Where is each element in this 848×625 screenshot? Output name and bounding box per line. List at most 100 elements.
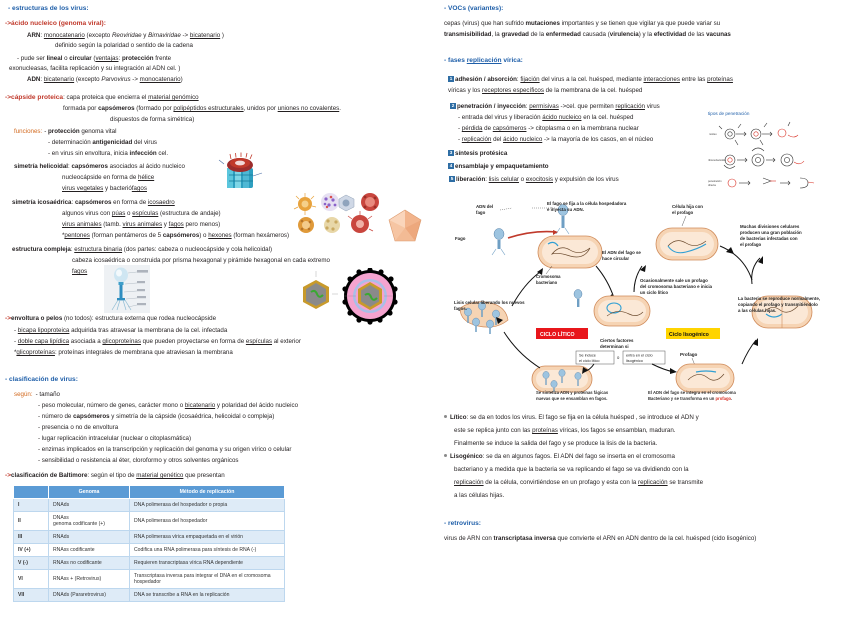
clasificacion-item4: - presencia o no de envoltura [38, 424, 119, 431]
helicoidal-line3: virus vegetales y bacteriófagos [62, 185, 147, 192]
label-fija-1: El fago se fija a la célula hospedadora [547, 201, 627, 206]
phase-number-badge: 1 [448, 76, 454, 83]
label-profago: Profago [680, 352, 698, 357]
heading-simetria-helicoidal: simetría helicoidal: capsómeros asociado… [14, 163, 185, 170]
label-divisiones: Muchas divisiones celulares [740, 224, 800, 229]
lisogenico-bullet-line1: Lisogénico: se da en algunos fagos. El A… [444, 453, 675, 460]
phase-number-badge: 4 [448, 163, 454, 170]
baltimore-table-wrap: Genoma Método de replicación I DNAds DNA… [13, 485, 285, 602]
bullet-icon [444, 454, 447, 458]
svg-text:de bacterias infectadas con: de bacterias infectadas con [740, 236, 798, 241]
svg-text:el ciclo lítico: el ciclo lítico [579, 359, 599, 363]
vocs-line1: cepas (virus) que han sufrido mutaciones… [444, 20, 721, 27]
lineal-circular-line2: exonucleasas, facilita replicación y su … [9, 65, 181, 72]
arrow-marker-icon: -> [5, 94, 12, 101]
heading-acido-nucleico: ->ácido nucleico (genoma viral): [5, 20, 106, 27]
bacterium-circular-dna [593, 295, 651, 327]
lisogenico-line2: bacteriano y a medida que la bacteria se… [454, 466, 689, 473]
lisogenico-line3: replicación de la célula, convirtiéndose… [454, 479, 704, 486]
compleja-line3: fagos [72, 268, 88, 275]
phase-number-badge: 3 [448, 150, 454, 157]
envoltura-item1: - bicapa lipoproteica adquirida tras atr… [14, 327, 228, 334]
label-ocasional: Ocasionalmente sale un profago [640, 278, 708, 283]
clasificacion-item5: - lugar replicación intracelular (nuclea… [38, 435, 192, 442]
icosahedral-virus-montage [293, 193, 379, 233]
table-row: II DNAss genoma codificante (+) DNA poli… [13, 511, 285, 531]
fase-2-item2: - pérdida de capsómeros -> citoplasma o … [458, 125, 639, 132]
fase-2-item3: - replicación del ácido nucleico -> la m… [458, 136, 654, 143]
svg-text:Se induce: Se induce [579, 354, 596, 358]
heading-simetria-icosaedrica: simetría icosaédrica: capsómeros en form… [12, 199, 175, 206]
svg-text:del cromosoma bacteriano e ini: del cromosoma bacteriano e inicia [640, 284, 713, 289]
right-column: - VOCs (variantes): cepas (virus) que ha… [436, 0, 848, 625]
lytic-lysogenic-cycle-diagram: Cromosoma bacteriano ADN del fago Fago E… [452, 196, 838, 394]
label-integra-adn-2: Bacteriano y se transforma en un profago… [648, 396, 733, 401]
envoltura-item3: *glicoproteínas: proteínas integrales de… [14, 349, 233, 356]
ciclo-litico-badge: CICLO LÍTICO [536, 328, 588, 339]
icosaedrica-line2: algunos virus con púas o espículas (estr… [62, 210, 221, 217]
litico-line2: este se replica junto con las proteínas … [454, 427, 676, 434]
fase-1-line2: víricas y los receptores específicos de … [448, 87, 643, 94]
funciones-label: funciones:- protección genoma vital [14, 128, 117, 135]
svg-text:fago: fago [476, 210, 486, 215]
heading-envoltura: ->envoltura o pelos (no todos): estructu… [5, 315, 217, 322]
clasificacion-item3: - número de capsómeros y simetría de la … [38, 413, 275, 420]
funciones-item2: - determinación antigenicidad del virus [48, 139, 158, 146]
svg-text:copiando el profago y transmit: copiando el profago y transmitiéndolo [738, 302, 818, 307]
capside-line3: dispuestos de forma simétrica) [110, 116, 195, 123]
injection-arrow [507, 230, 557, 239]
arrow-marker-icon: -> [5, 20, 12, 27]
phase-number-badge: 2 [450, 103, 456, 110]
svg-text:hace circular: hace circular [602, 256, 629, 261]
label-lisis: Lisis celular liberando los nuevos [454, 300, 525, 305]
label-adn-circular: El ADN del fago se [602, 250, 641, 255]
bacterium-assembling [531, 365, 593, 393]
svg-text:el profago: el profago [740, 242, 762, 247]
phase-number-badge: 5 [449, 176, 455, 183]
svg-text:producen una gran población: producen una gran población [740, 230, 802, 235]
arn-polaridad-line: definido según la polaridad o sentido de… [55, 42, 193, 49]
svg-text:entra en el ciclo: entra en el ciclo [626, 354, 653, 358]
table-header-cell-index [13, 485, 49, 499]
baltimore-table-body: I DNAds DNA polimerasa del hospedador o … [13, 498, 285, 602]
pen-label-2: penetración [708, 179, 722, 183]
section-title-clasificacion: - clasificación de virus: [5, 376, 78, 383]
bacterium-prophage [675, 363, 735, 393]
funciones-item3: - en virus sin envoltura, inicia infecci… [48, 150, 169, 157]
baltimore-table: Genoma Método de replicación I DNAds DNA… [13, 485, 285, 602]
svg-text:bacteriano: bacteriano [536, 280, 558, 285]
section-title-estructuras: - estructuras de los virus: [8, 5, 89, 12]
phage-small-icon [573, 289, 583, 307]
arrow-marker-icon: -> [5, 472, 12, 479]
vocs-line2: transmisibilidad, la gravedad de la enfe… [444, 31, 731, 38]
label-adn-fago: ADN del [476, 204, 493, 209]
label-o: o [617, 355, 620, 360]
bacterium-right-dividing [751, 295, 813, 329]
svg-text:e inyecta su ADN.: e inyecta su ADN. [547, 207, 584, 212]
svg-text:fagos.: fagos. [454, 306, 467, 311]
svg-text:Ciclo lisogénico: Ciclo lisogénico [669, 332, 709, 338]
label-reproduce: La bacteria se reproduce normalmente, [738, 296, 820, 301]
bacteriophage-figure [104, 265, 150, 313]
clasificacion-segun: según:- tamaño [14, 391, 60, 398]
envoltura-item2: - doble capa lipídica asociada a glicopr… [14, 338, 301, 345]
section-title-fases: - fases replicación vírica: [444, 57, 523, 64]
arn-line: ARN: monocatenario (excepto Reoviridae y… [27, 32, 224, 39]
bullet-icon [444, 415, 447, 419]
table-row: VI RNAss + (Retrovirus) Transcriptasa in… [13, 569, 285, 589]
ciclo-lisogenico-badge: Ciclo lisogénico [666, 328, 720, 339]
lysed-cell [459, 301, 509, 334]
penetration-types-caption: tipos de penetración [708, 111, 750, 116]
retrovirus-line1: virus de ARN con transcriptasa inversa q… [444, 535, 757, 542]
adn-line: ADN: bicatenario (excepto Parvovirus -> … [27, 76, 183, 83]
clasificacion-item6: - enzimas implicados en la transcripción… [38, 446, 292, 453]
lisogenico-line4: a las células hijas. [454, 492, 505, 499]
table-row: III RNAds RNA polimerasa vírica empaquet… [13, 530, 285, 544]
phage-injecting-icon [555, 204, 570, 235]
section-title-retrovirus: - retrovirus: [444, 520, 482, 527]
clasificacion-item2: - peso molecular, número de genes, carác… [38, 402, 299, 409]
